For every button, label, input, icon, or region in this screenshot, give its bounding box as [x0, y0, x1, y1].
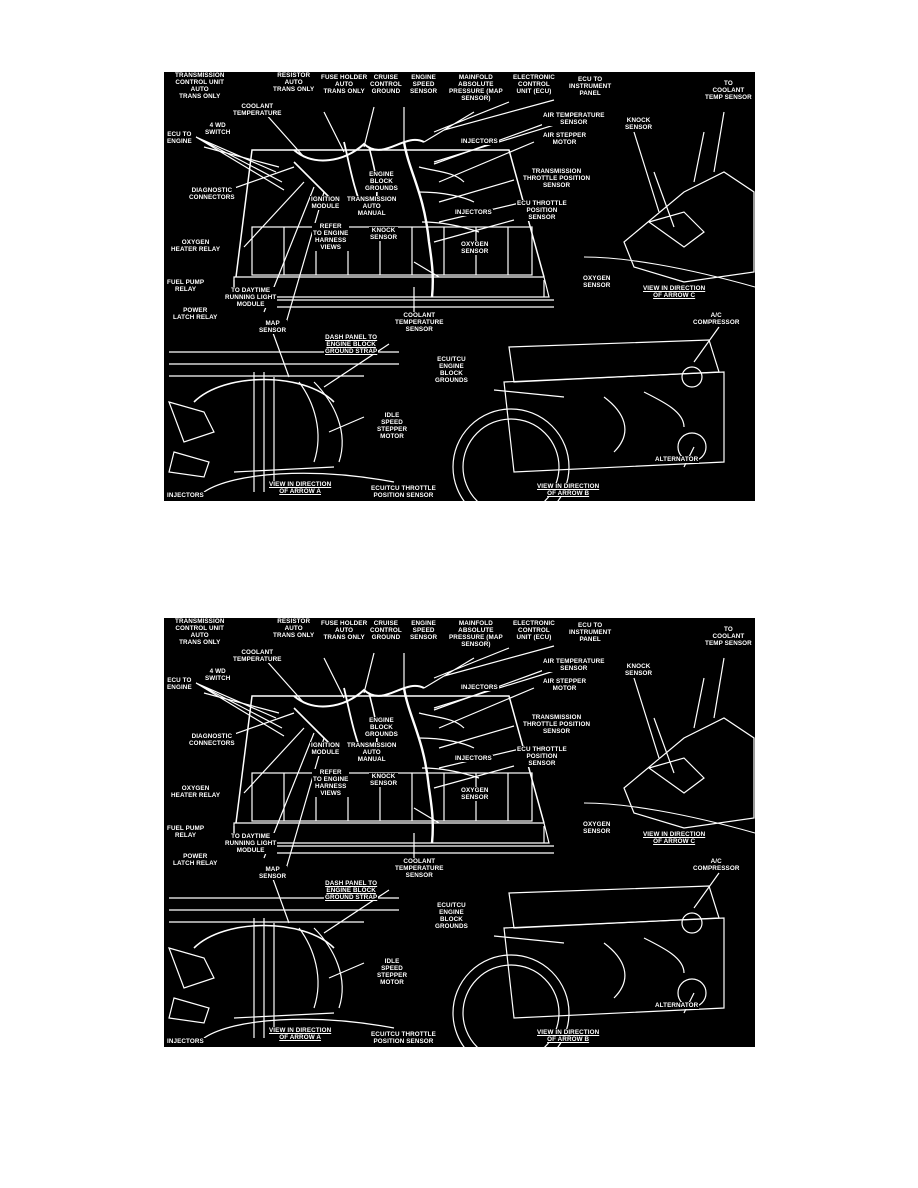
label-injectors-low: INJECTORS: [454, 755, 493, 762]
label-injectors-mid: INJECTORS: [460, 684, 499, 691]
engine-harness-illustration: [168, 99, 755, 501]
label-injectors-mid: INJECTORS: [460, 138, 499, 145]
label-alternator: ALTERNATOR: [654, 1002, 700, 1009]
label-alternator: ALTERNATOR: [654, 456, 700, 463]
label-injectors-bottom-left: INJECTORS: [166, 492, 205, 499]
label-injectors-low: INJECTORS: [454, 209, 493, 216]
label-injectors-bottom-left: INJECTORS: [166, 1038, 205, 1045]
engine-harness-illustration-copy: [168, 645, 755, 1047]
